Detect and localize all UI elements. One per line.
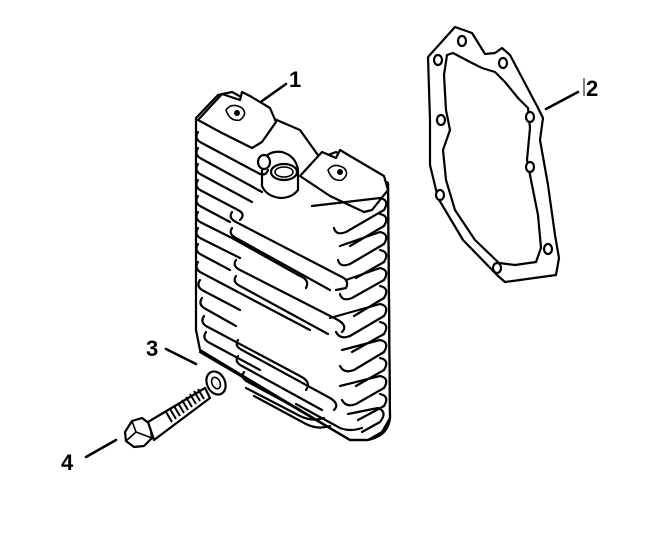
callout-4: 4 xyxy=(61,438,118,475)
cooling-fins xyxy=(195,130,388,434)
callout-3: 3 xyxy=(146,336,198,366)
leader-line xyxy=(260,82,288,103)
callout-2: 2 xyxy=(544,76,598,111)
cylinder-head xyxy=(194,90,392,442)
head-bolt xyxy=(123,386,212,449)
washer xyxy=(205,370,227,396)
leader-line xyxy=(544,90,580,111)
callout-number: 1 xyxy=(289,67,301,92)
callout-1: 1 xyxy=(260,67,301,103)
callout-number: 3 xyxy=(146,336,158,361)
leader-line xyxy=(84,438,118,459)
callout-number: 2 xyxy=(586,76,598,101)
callout-number: 4 xyxy=(61,450,74,475)
head-gasket xyxy=(426,25,561,284)
leader-line xyxy=(164,347,198,366)
